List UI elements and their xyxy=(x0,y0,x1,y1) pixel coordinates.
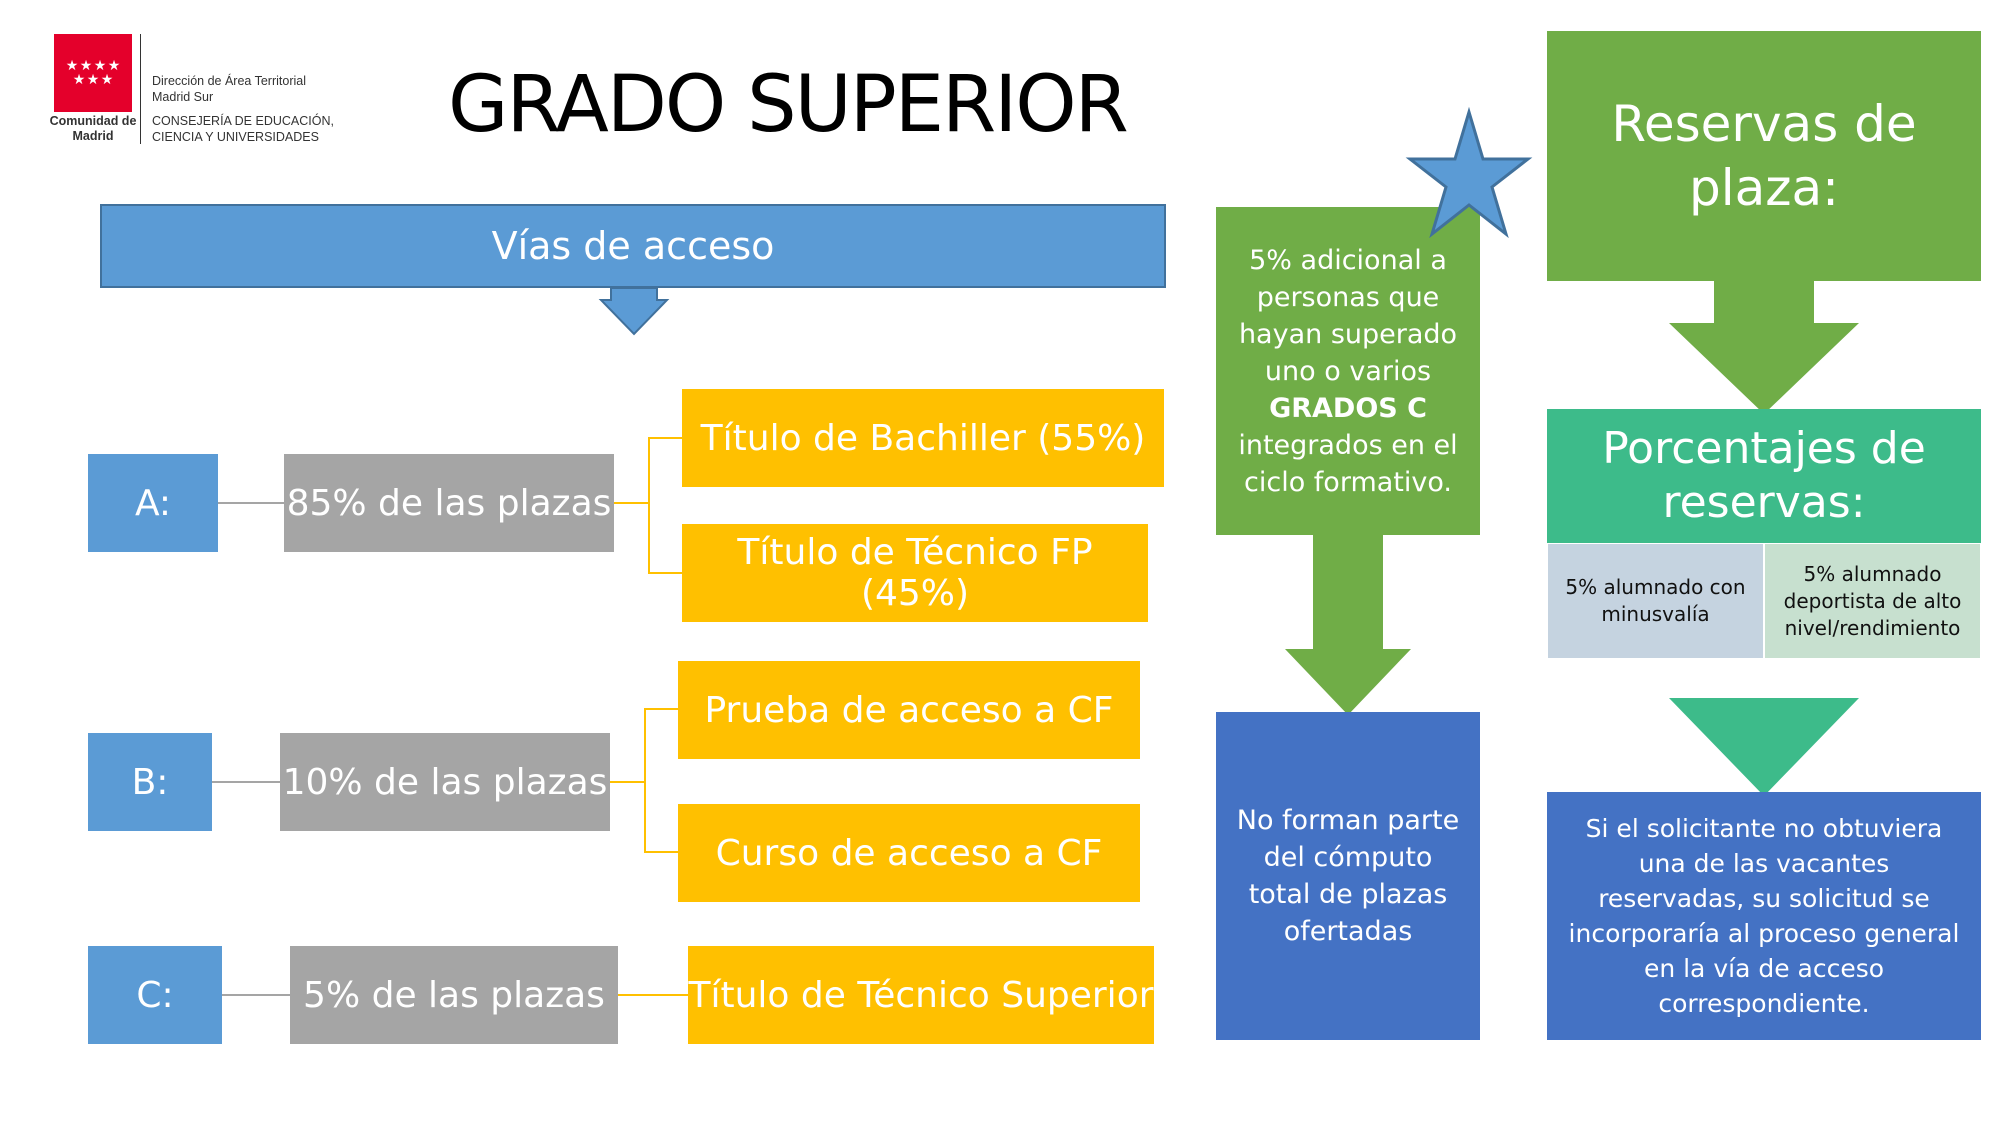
logo-text-3: CONSEJERÍA DE EDUCACIÓN, xyxy=(152,114,334,128)
reservas-down-arrow-icon xyxy=(1669,281,1859,414)
row-a-branch-stem xyxy=(614,502,648,504)
row-b-share: 10% de las plazas xyxy=(280,733,610,831)
logo: ★★★★ ★★★ Comunidad de Madrid Dirección d… xyxy=(50,34,364,144)
row-c-option-1: Título de Técnico Superior xyxy=(688,946,1154,1044)
madrid-flag-icon: ★★★★ ★★★ xyxy=(54,34,132,112)
logo-region-name: Comunidad de Madrid xyxy=(49,114,137,143)
row-a-connector xyxy=(218,502,284,504)
row-a-branch-bottom xyxy=(648,572,682,574)
row-c-share: 5% de las plazas xyxy=(290,946,618,1044)
row-b-branch-stem xyxy=(610,781,644,783)
reserva-deportista: 5% alumnado deportista de alto nivel/ren… xyxy=(1764,543,1981,659)
row-c-letter: C: xyxy=(88,946,222,1044)
extra-text-pre: 5% adicional a personas que hayan supera… xyxy=(1238,244,1458,387)
extra-grados-c-box: 5% adicional a personas que hayan supera… xyxy=(1216,207,1480,535)
row-b-branch-top xyxy=(644,708,678,710)
row-a-option-2: Título de Técnico FP (45%) xyxy=(682,524,1148,622)
extra-result-box: No forman parte del cómputo total de pla… xyxy=(1216,712,1480,1040)
row-b-connector xyxy=(212,781,280,783)
extra-text-bold: GRADOS C xyxy=(1269,392,1427,424)
porcentajes-title-box: Porcentajes de reservas: xyxy=(1547,409,1981,543)
extra-grados-c-text: 5% adicional a personas que hayan supera… xyxy=(1230,242,1466,501)
row-a-option-1: Título de Bachiller (55%) xyxy=(682,389,1164,487)
logo-text-2: Madrid Sur xyxy=(152,90,214,104)
logo-text-1: Dirección de Área Territorial xyxy=(152,74,306,88)
logo-divider xyxy=(140,34,141,144)
row-a-branch-vert xyxy=(648,437,650,573)
row-c-connector xyxy=(222,994,290,996)
reserva-minusvalia: 5% alumnado con minusvalía xyxy=(1547,543,1764,659)
porcentajes-down-arrow-icon xyxy=(1669,698,1859,796)
row-b-branch-bottom xyxy=(644,851,678,853)
page-title: GRADO SUPERIOR xyxy=(448,60,1129,150)
row-a-share: 85% de las plazas xyxy=(284,454,614,552)
extra-text-post: integrados en el ciclo formativo. xyxy=(1238,429,1458,498)
row-b-option-1: Prueba de acceso a CF xyxy=(678,661,1140,759)
row-a-branch-top xyxy=(648,437,682,439)
extra-down-arrow-icon xyxy=(1285,535,1411,715)
reservas-note-box: Si el solicitante no obtuviera una de la… xyxy=(1547,792,1981,1040)
vias-header: Vías de acceso xyxy=(100,204,1166,288)
row-b-letter: B: xyxy=(88,733,212,831)
row-b-option-2: Curso de acceso a CF xyxy=(678,804,1140,902)
logo-text-4: CIENCIA Y UNIVERSIDADES xyxy=(152,130,319,144)
vias-down-arrow-icon xyxy=(598,287,670,336)
row-c-connector-2 xyxy=(618,994,688,996)
row-a-letter: A: xyxy=(88,454,218,552)
row-b-branch-vert xyxy=(644,708,646,852)
star-icon xyxy=(1405,106,1533,239)
reservas-title-box: Reservas de plaza: xyxy=(1547,31,1981,281)
